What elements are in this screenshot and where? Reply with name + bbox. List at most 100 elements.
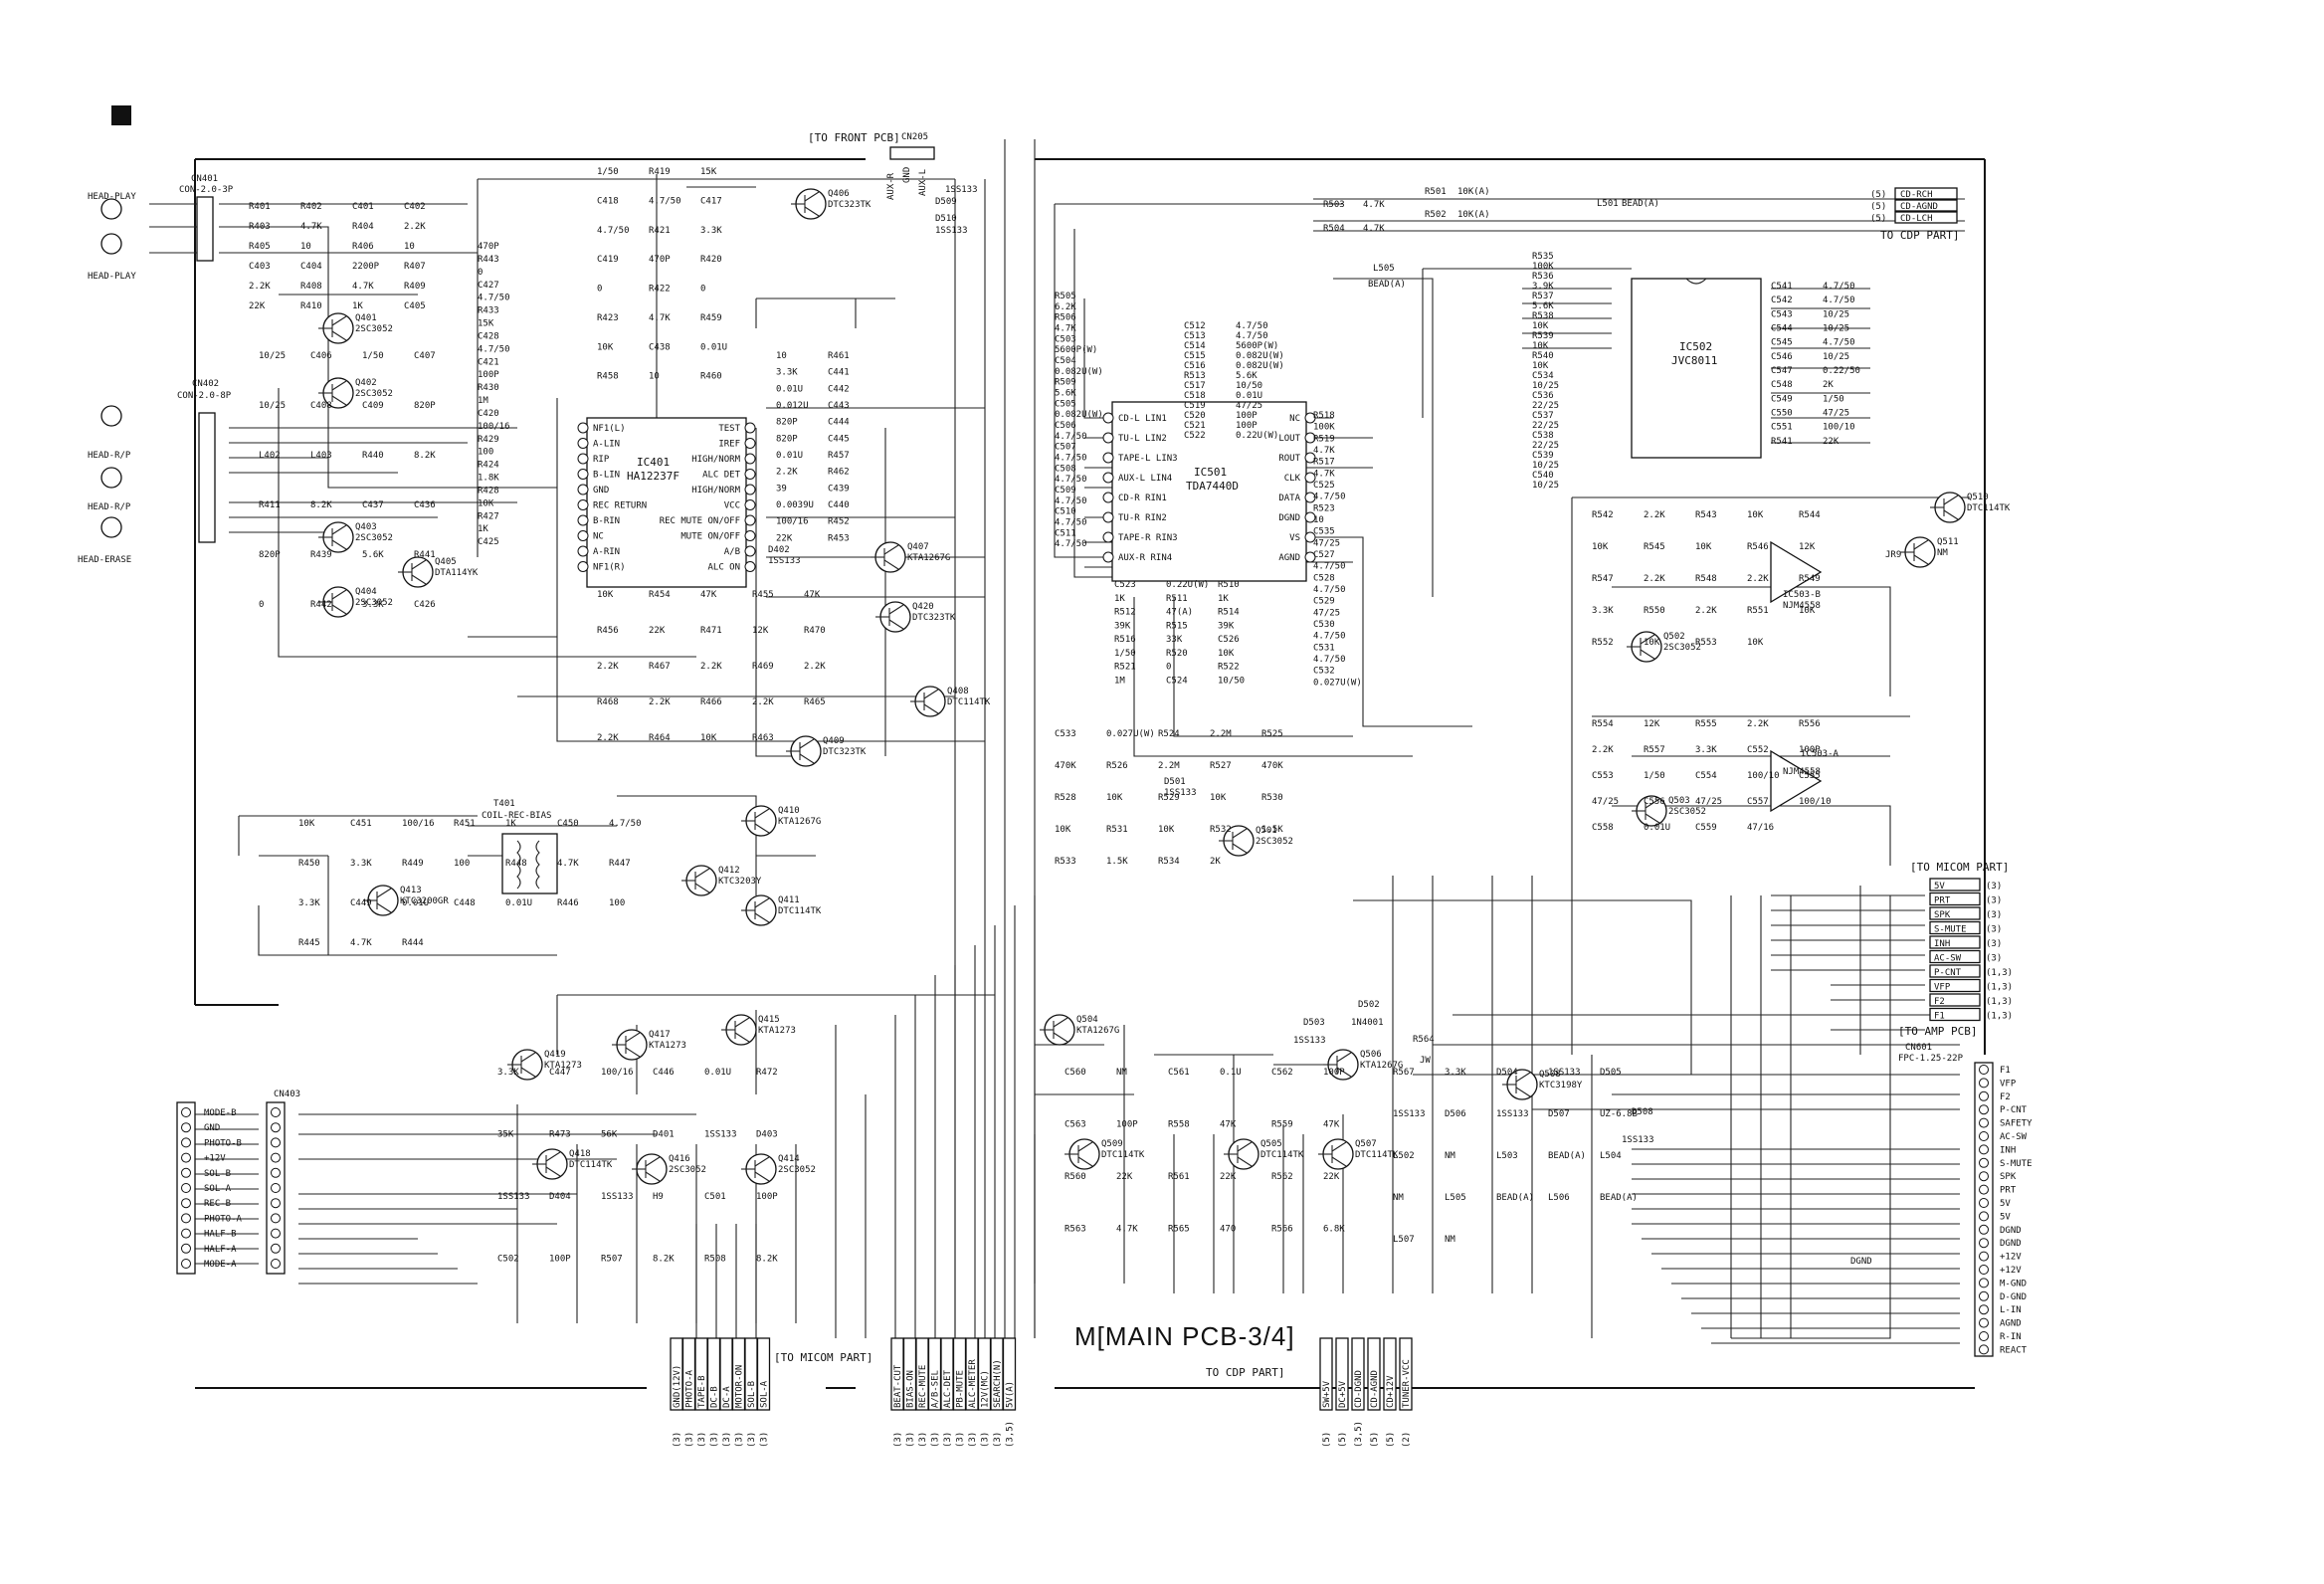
transistor-ref: Q416 xyxy=(669,1154,690,1164)
ic-pin xyxy=(577,469,589,480)
part-label: 0.1U xyxy=(1220,1068,1242,1078)
cn601-pin-label: F2 xyxy=(2000,1092,2011,1102)
svg-text:1SS133: 1SS133 xyxy=(768,556,801,566)
svg-text:D510: D510 xyxy=(935,214,957,224)
svg-text:AUX-R: AUX-R xyxy=(886,172,896,200)
svg-text:1SS133: 1SS133 xyxy=(1164,788,1197,798)
part-label: C510 xyxy=(1055,507,1076,517)
part-label: R511 xyxy=(1166,594,1188,604)
transistor-ref: Q406 xyxy=(828,189,850,199)
part-label: R448 xyxy=(505,859,527,869)
part-label: 4.7K xyxy=(350,938,372,948)
part-label: 8.2K xyxy=(653,1255,675,1265)
cn403-pin xyxy=(271,1228,281,1239)
bundle-label: REC-MUTE xyxy=(918,1365,928,1408)
part-label: 10K xyxy=(1747,510,1764,520)
part-label: 4.7K xyxy=(352,282,374,292)
part-label: R514 xyxy=(1218,608,1240,618)
part-label: C507 xyxy=(1055,443,1076,453)
part-label: C425 xyxy=(478,537,499,547)
part-label: 100P xyxy=(1799,745,1821,755)
part-label: R450 xyxy=(298,859,320,869)
part-label: 3.3K xyxy=(1592,606,1614,616)
part-label: C451 xyxy=(350,819,372,829)
part-label: R550 xyxy=(1644,606,1665,616)
bundle-tag xyxy=(1319,1337,1333,1411)
cn601-pin-label: PRT xyxy=(2000,1186,2017,1196)
ic-pin-label: DGND xyxy=(1278,513,1300,523)
svg-text:R564: R564 xyxy=(1413,1035,1435,1045)
part-label: R521 xyxy=(1114,663,1136,673)
part-label: C531 xyxy=(1313,643,1335,653)
cd-output-tag xyxy=(1894,187,1958,200)
part-label: 1K xyxy=(478,524,488,534)
ic-pin xyxy=(744,530,756,541)
part-label: 3.3K xyxy=(776,368,798,378)
cn601-pin-label: AC-SW xyxy=(2000,1132,2028,1142)
ic-pin-label: IREF xyxy=(718,440,740,450)
svg-text:IC501: IC501 xyxy=(1194,466,1227,479)
micom-right-label: P-CNT xyxy=(1934,968,1962,978)
part-label: R523 xyxy=(1313,503,1335,513)
transistor-part: 2SC3052 xyxy=(778,1165,816,1175)
part-label: 100K xyxy=(1532,262,1554,272)
micom-right-ref: (3) xyxy=(1986,925,2002,935)
part-label: 1M xyxy=(1114,676,1125,686)
part-label: 0.01U xyxy=(505,898,532,908)
ic-pin xyxy=(1304,551,1316,563)
part-label: R544 xyxy=(1799,510,1821,520)
part-label: R419 xyxy=(649,167,671,177)
head-label: HEAD-PLAY xyxy=(88,272,136,282)
part-label: R403 xyxy=(249,222,271,232)
part-label: 10/25 xyxy=(1532,461,1559,471)
part-label: R423 xyxy=(597,313,619,323)
part-label: R543 xyxy=(1695,510,1717,520)
part-label: C427 xyxy=(478,281,499,291)
ic-pin-label: AUX-R RIN4 xyxy=(1118,553,1172,563)
part-label: 0.0039U xyxy=(776,500,814,510)
part-label: 1.8K xyxy=(478,474,499,484)
part-label: 1.5K xyxy=(1261,825,1283,835)
bundle-label: CD-DGND xyxy=(1354,1370,1364,1408)
part-label: R401 xyxy=(249,202,271,212)
part-label: 1K xyxy=(1114,594,1125,604)
transistor-part: DTC114TK xyxy=(1260,1150,1304,1160)
transistor-ref: Q407 xyxy=(907,542,929,552)
part-label: 10/25 xyxy=(1532,381,1559,391)
cd-output-ref: (5) xyxy=(1870,214,1886,224)
cn601-pin xyxy=(1979,1304,1989,1315)
part-label: C538 xyxy=(1532,431,1554,441)
bundle-ref: (3) xyxy=(735,1432,745,1448)
svg-text:IC502: IC502 xyxy=(1679,340,1712,353)
transistor-part: DTC114TK xyxy=(1967,503,2011,513)
part-label: 10K xyxy=(1106,793,1123,803)
part-label: R527 xyxy=(1210,761,1232,771)
part-label: 100 xyxy=(609,898,625,908)
bundle-label: SOL-B xyxy=(747,1381,757,1408)
part-label: 10/25 xyxy=(259,351,286,361)
svg-text:CN601: CN601 xyxy=(1905,1043,1932,1053)
ic-pin-label: RIP xyxy=(593,455,610,465)
svg-text:HA12237F: HA12237F xyxy=(627,470,679,483)
bundle-tag xyxy=(1383,1337,1397,1411)
part-label: R471 xyxy=(700,626,722,636)
part-label: 2.2K xyxy=(1747,574,1769,584)
part-label: C549 xyxy=(1771,394,1793,404)
transistor-part: DTC323TK xyxy=(828,200,872,210)
part-label: R516 xyxy=(1114,635,1136,645)
bundle-label: BEAT-CUT xyxy=(893,1364,903,1408)
part-label: 2.2K xyxy=(597,662,619,672)
transistor-ref: Q415 xyxy=(758,1015,780,1025)
part-label: 10K xyxy=(700,733,717,743)
svg-text:JW: JW xyxy=(1420,1056,1431,1066)
cn403-pin xyxy=(181,1213,191,1224)
cn601-pin-label: P-CNT xyxy=(2000,1105,2028,1115)
bundle-ref: (3) xyxy=(906,1432,916,1448)
part-label: R441 xyxy=(414,550,436,560)
cn601-pin-label: SAFETY xyxy=(2000,1119,2033,1129)
part-label: C543 xyxy=(1771,309,1793,319)
micom-right-signals: 5V(3)PRT(3)SPK(3)S-MUTE(3)INH(3)AC-SW(3)… xyxy=(1929,878,2013,1022)
